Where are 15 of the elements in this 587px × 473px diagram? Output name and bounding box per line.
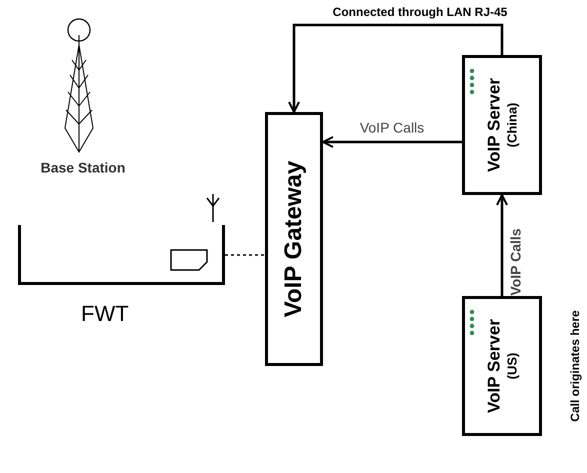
gateway-name: VoIP Gateway [279, 160, 308, 318]
server-location: (China) [504, 102, 520, 148]
server-box [462, 55, 542, 195]
tower-label: Base Station [40, 158, 126, 178]
server-name: VoIP Server [483, 319, 504, 413]
terminal-label: FWT [81, 300, 129, 328]
arrow [322, 136, 462, 148]
arrow [496, 194, 508, 296]
arrow [288, 24, 504, 113]
server-location: (US) [504, 352, 520, 380]
note-text: Call originates here [567, 310, 583, 422]
server-name: VoIP Server [483, 78, 504, 172]
device-box [170, 249, 208, 271]
gateway-box [265, 112, 323, 366]
dotted-line [225, 254, 265, 256]
